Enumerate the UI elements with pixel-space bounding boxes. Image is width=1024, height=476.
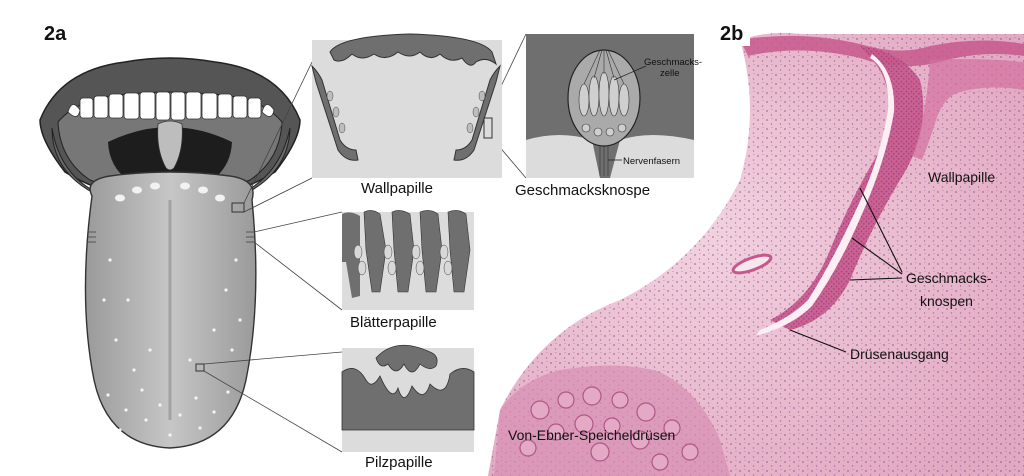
label-blaetterpapille: Blätterpapille	[350, 314, 437, 331]
mouth-illustration	[39, 57, 301, 215]
upper-teeth	[67, 91, 275, 121]
inset-blaetterpapille	[342, 210, 474, 310]
panel-b: 2b Wallpapille Geschmacks- knospen Drüse…	[488, 22, 1024, 476]
label-pilzpapille: Pilzpapille	[365, 454, 433, 471]
box-wallpapille	[231, 202, 245, 213]
salivary-glands	[494, 365, 730, 476]
label-geschmacksknospen-2: knospen	[920, 293, 973, 309]
label-druesenausgang: Drüsenausgang	[850, 346, 949, 362]
label-speicheldruesen: Von-Ebner-Speicheldrüsen	[508, 427, 675, 443]
inset-wallpapille	[311, 33, 502, 178]
trench	[756, 54, 895, 336]
label-geschmacksknospe: Geschmacksknospe	[515, 182, 650, 199]
panel-a: 2a	[39, 23, 702, 471]
label-nervenfasern: Nervenfasern	[623, 156, 680, 167]
panel-a-tag: 2a	[44, 23, 67, 45]
histology-pointers	[789, 187, 903, 353]
tongue-illustration	[84, 171, 257, 449]
label-wallpapille-histo: Wallpapille	[928, 169, 995, 185]
vallate-dots	[115, 182, 225, 202]
fungiform-dots	[102, 258, 242, 437]
label-wallpapille: Wallpapille	[361, 180, 433, 197]
panel-b-tag: 2b	[720, 23, 743, 45]
foliate-ridges	[88, 231, 254, 243]
inset-geschmacksknospe	[526, 34, 694, 178]
label-geschmackszelle-2: zelle	[660, 68, 680, 79]
taste-cells	[578, 71, 630, 137]
label-geschmacksknospen-1: Geschmacks-	[906, 270, 992, 286]
inset-pilzpapille	[341, 344, 475, 452]
duct	[731, 253, 773, 275]
box-pilzpapille	[195, 363, 205, 372]
label-geschmackszelle-1: Geschmacks-	[644, 57, 702, 68]
